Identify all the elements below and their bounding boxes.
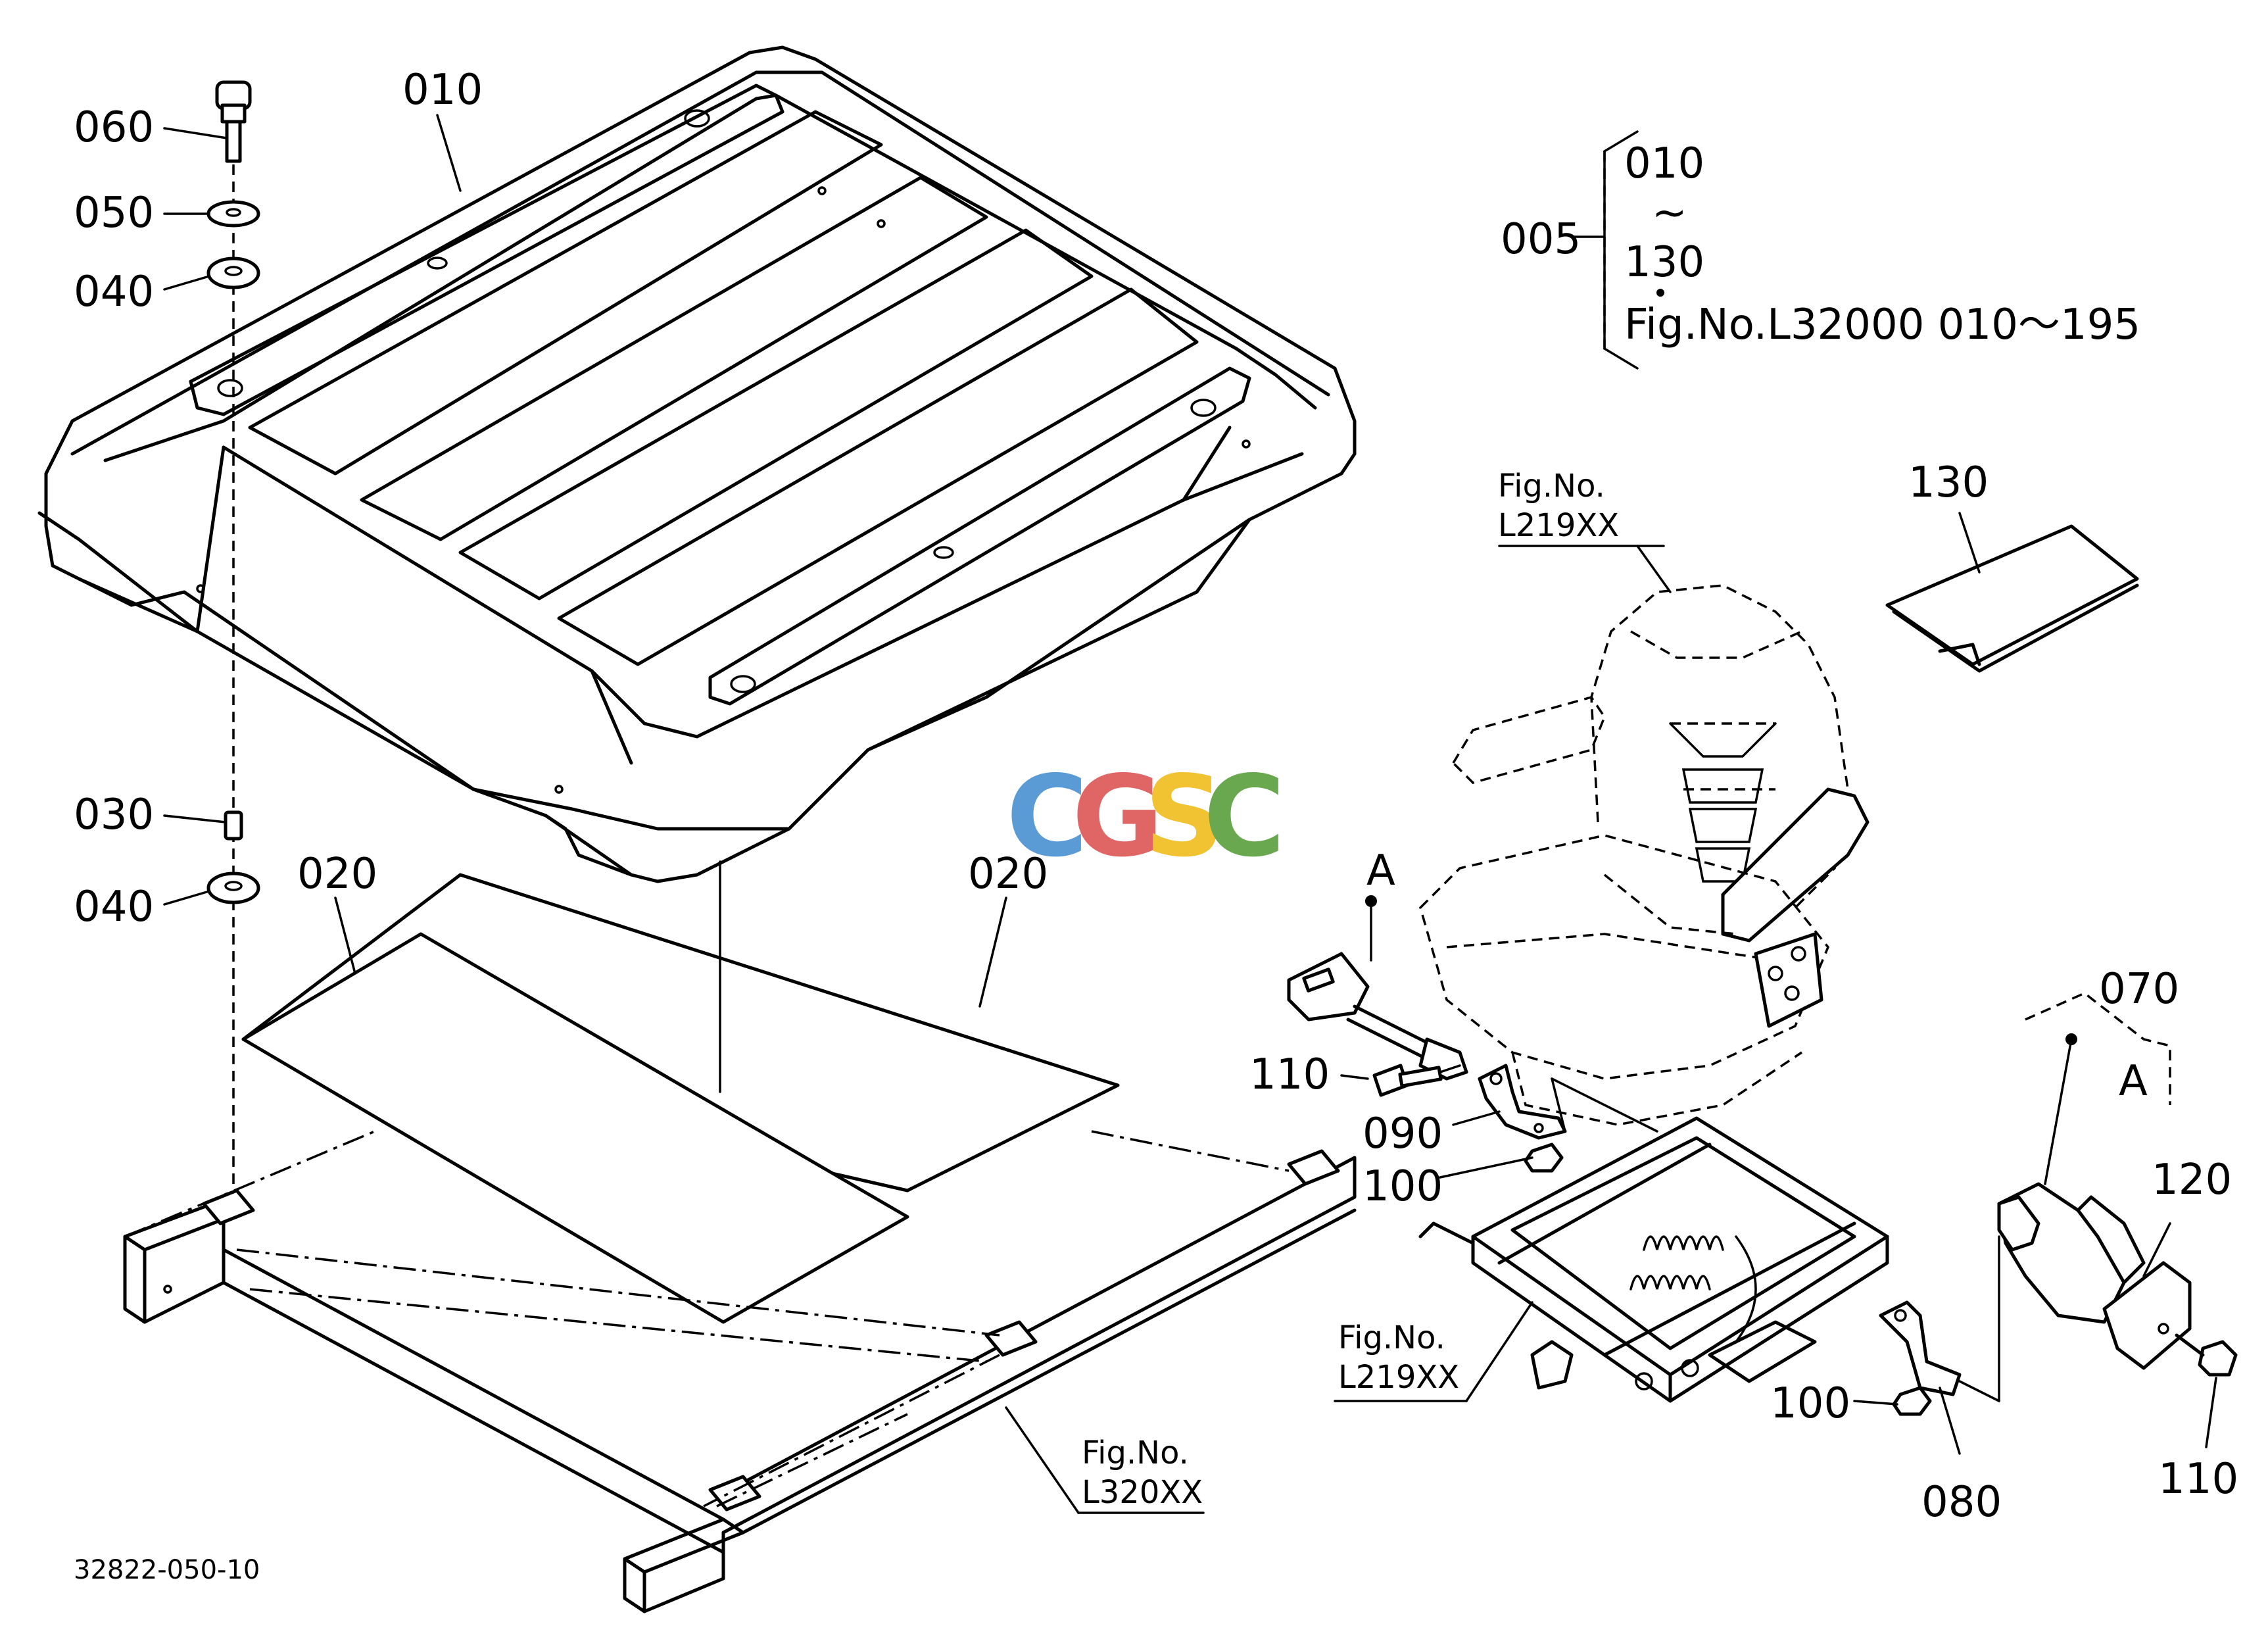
callout-100-right: 100 xyxy=(1770,1379,1850,1428)
callout-100-left: 100 xyxy=(1363,1162,1443,1211)
leader-lines xyxy=(163,114,2217,1514)
washer-050-shape xyxy=(206,200,260,228)
washer-040-shape xyxy=(206,257,260,289)
callout-020-left: 020 xyxy=(297,850,377,898)
canopy-roof-010 xyxy=(37,45,1357,883)
callout-130: 130 xyxy=(1908,458,1989,507)
fig-ref-frame-line2: L320XX xyxy=(1082,1474,1203,1511)
range-end: 130 xyxy=(1624,238,1704,287)
mats-020 xyxy=(241,860,1120,1324)
seatbelt-buckle-left xyxy=(1287,895,1658,1173)
fig-ref-suspension-line2: L219XX xyxy=(1338,1359,1459,1396)
callout-060: 060 xyxy=(74,103,154,152)
callout-090: 090 xyxy=(1363,1110,1443,1158)
fig-ref-frame-line1: Fig.No. xyxy=(1082,1435,1189,1471)
callout-080: 080 xyxy=(1921,1478,2002,1527)
seat-l219xx xyxy=(1419,584,1870,1126)
fastener-stack xyxy=(206,80,260,1204)
spacer-030-shape xyxy=(224,810,243,841)
seatbelt-retractor-right xyxy=(1879,991,2238,1416)
callout-040-lower: 040 xyxy=(74,883,154,931)
callout-a-right: A xyxy=(2119,1057,2148,1106)
fig-ref-suspension: Fig.No. L219XX xyxy=(1338,1319,1459,1396)
fig-ref-frame: Fig.No. L320XX xyxy=(1082,1435,1203,1511)
range-start: 010 xyxy=(1624,139,1704,188)
fig-ref-suspension-line1: Fig.No. xyxy=(1338,1319,1445,1356)
watermark-letter-3: S xyxy=(1144,752,1224,882)
callout-020-right: 020 xyxy=(968,850,1048,898)
washer-040-lower-shape xyxy=(206,872,260,904)
diagram-id: 32822-050-10 xyxy=(74,1555,260,1585)
watermark-letter-4: C xyxy=(1203,752,1286,882)
callout-030: 030 xyxy=(74,791,154,839)
callout-010: 010 xyxy=(402,66,483,114)
seat-suspension-l219xx xyxy=(1418,1116,1889,1403)
manual-130 xyxy=(1885,524,2139,673)
watermark-cgsc: C G S C xyxy=(1006,752,1286,882)
callout-a-left: A xyxy=(1366,847,1395,895)
callout-040-upper: 040 xyxy=(74,268,154,316)
range-tilde: ~ xyxy=(1652,189,1687,237)
watermark-letter-1: C xyxy=(1006,752,1088,882)
callout-110-right: 110 xyxy=(2158,1455,2238,1504)
fig-ref-seat-line1: Fig.No. xyxy=(1498,468,1605,504)
bolt-060-shape xyxy=(215,80,252,163)
fig-ref-seat: Fig.No. L219XX xyxy=(1498,468,1619,544)
frame-l320xx xyxy=(123,1130,1357,1613)
callout-120: 120 xyxy=(2152,1156,2232,1204)
assembly-note: 010 ~ 130 Fig.No.L32000 010～195 xyxy=(1624,139,2140,349)
fig-ref-seat-line2: L219XX xyxy=(1498,507,1619,544)
callout-070: 070 xyxy=(2099,965,2179,1014)
callout-labels: 060 050 040 010 030 040 020 020 005 130 … xyxy=(74,66,2238,1527)
watermark-letter-2: G xyxy=(1072,752,1164,882)
callout-110-left: 110 xyxy=(1249,1050,1330,1099)
callout-050: 050 xyxy=(74,189,154,237)
assembly-ref: Fig.No.L32000 010～195 xyxy=(1624,301,2140,349)
callout-005: 005 xyxy=(1501,215,1581,264)
